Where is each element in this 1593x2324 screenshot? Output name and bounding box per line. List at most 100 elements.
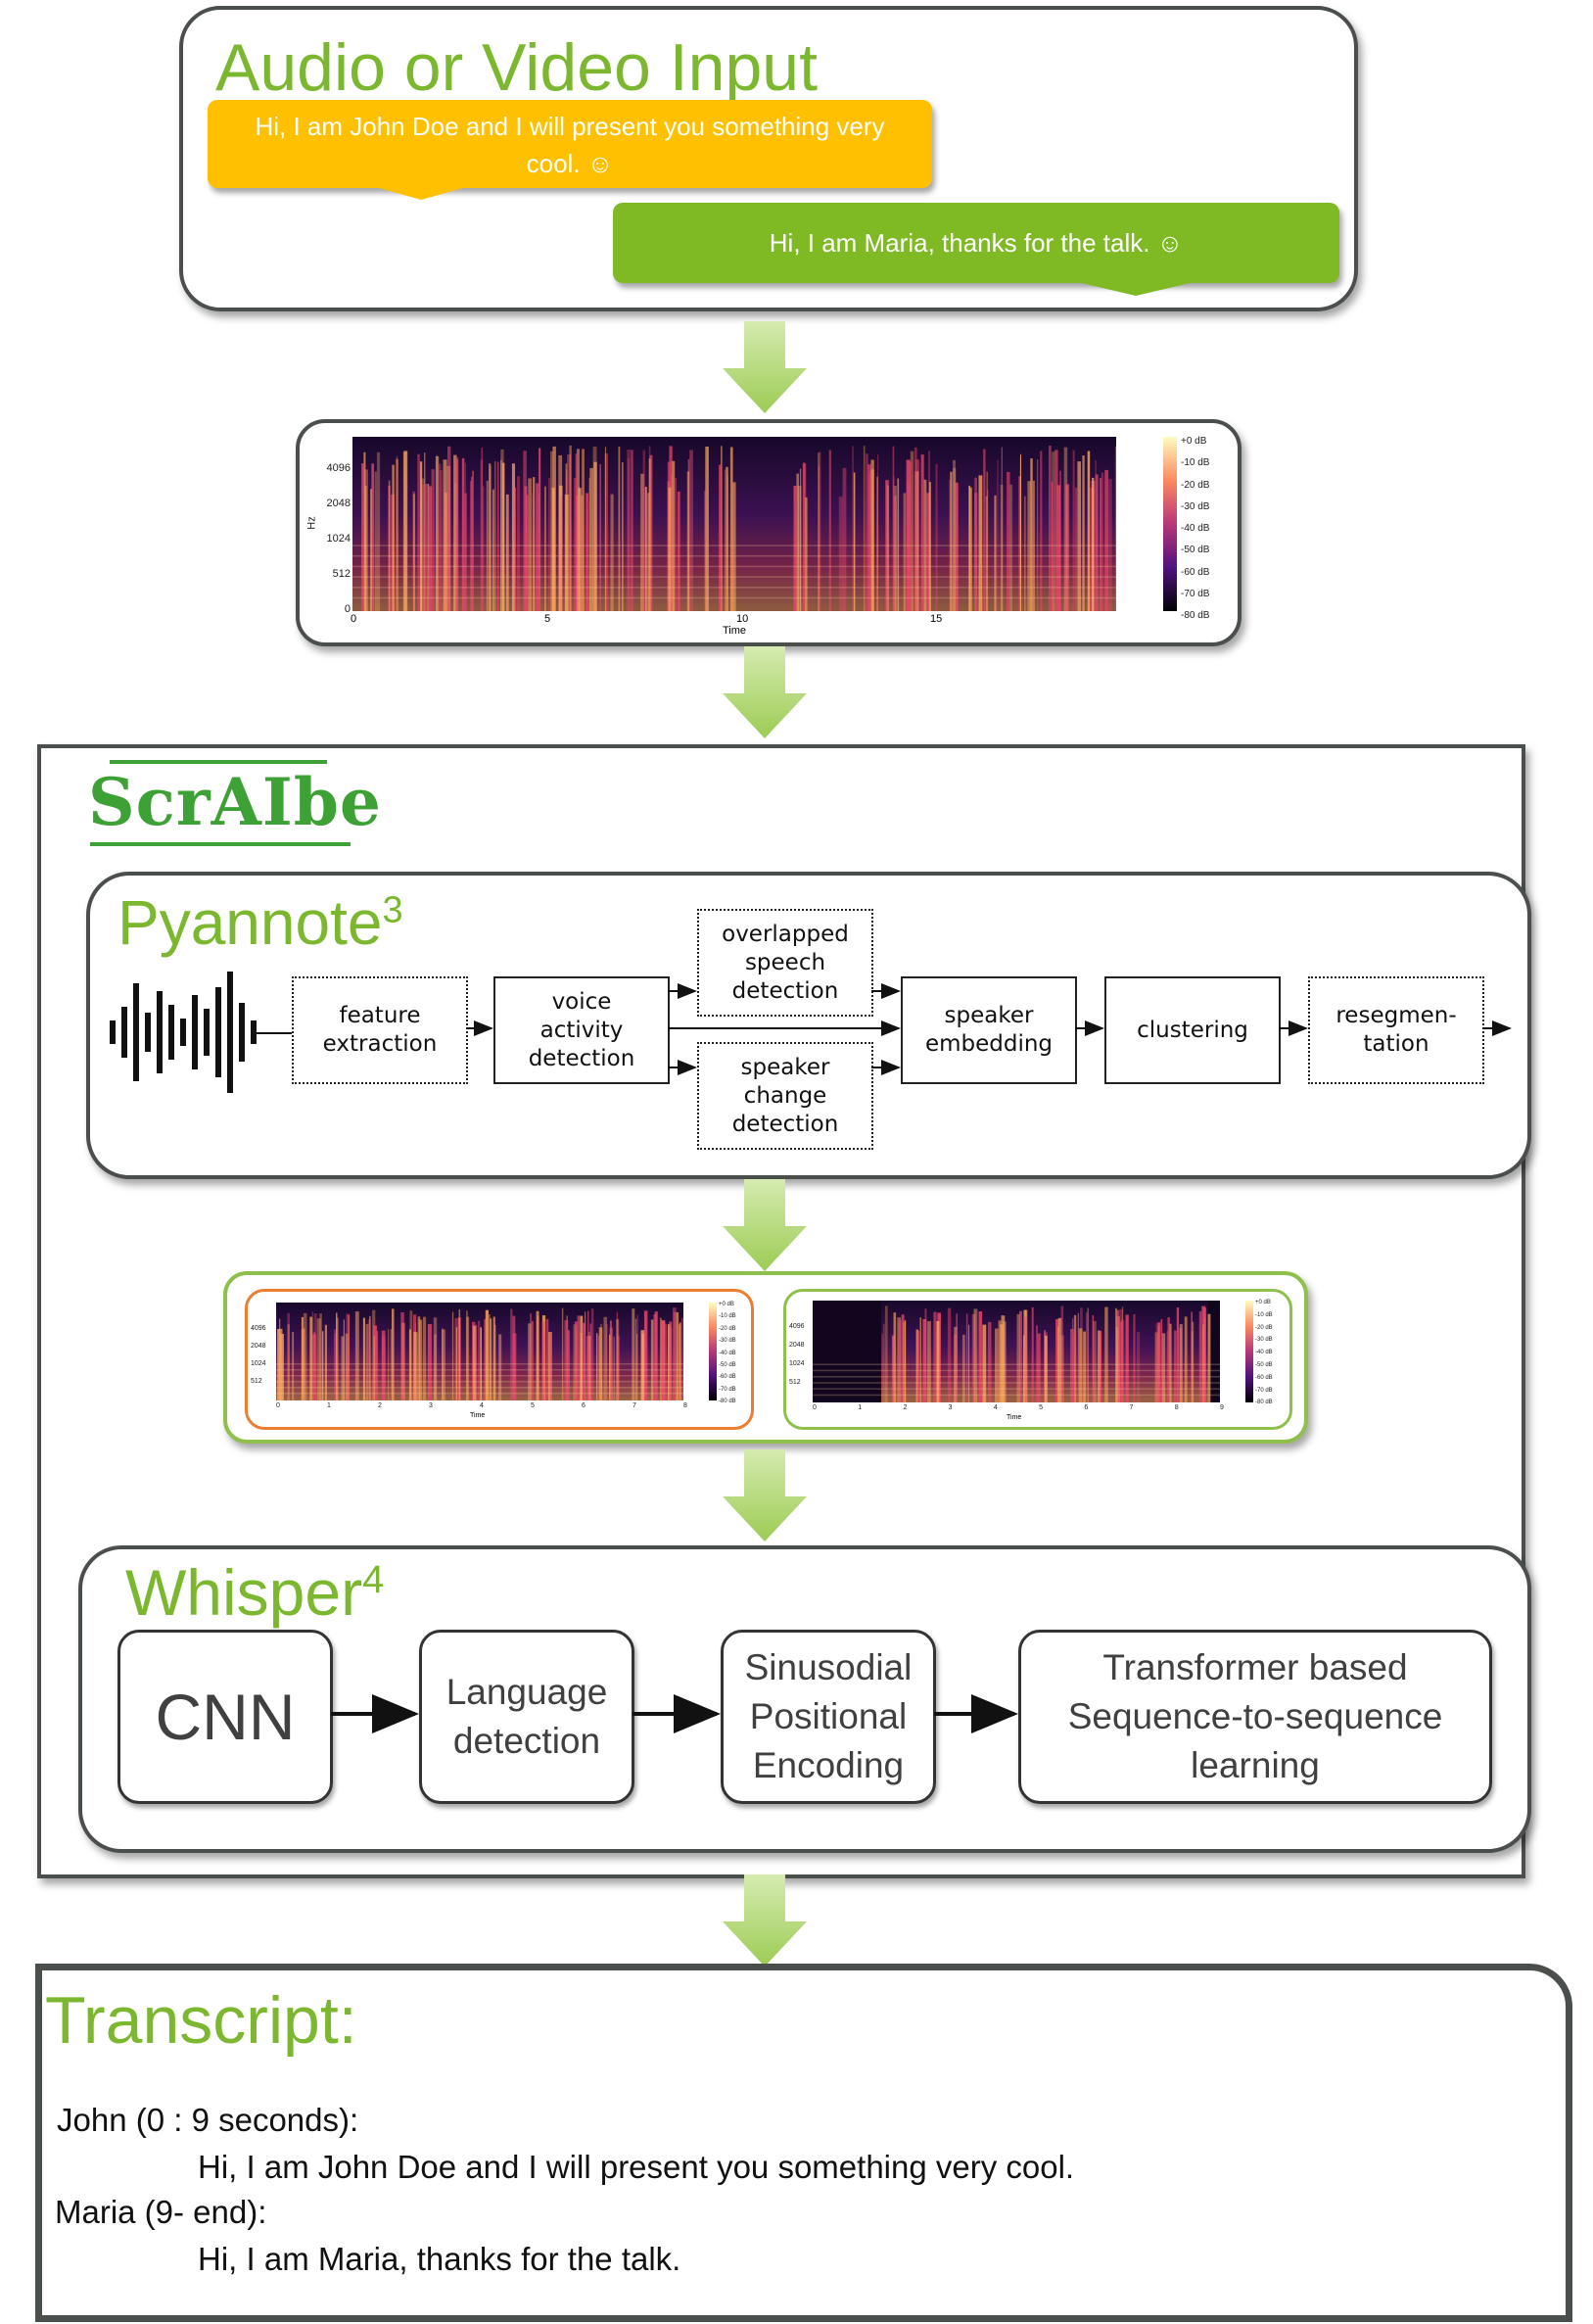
- spectrogram-texture: [336, 1317, 339, 1400]
- spectrogram-texture: [679, 1322, 681, 1400]
- x-tick: 8: [1174, 1404, 1179, 1411]
- spectrogram-texture: [886, 485, 890, 611]
- spectrogram-texture: [926, 493, 930, 611]
- spectrogram-texture: [616, 1311, 618, 1400]
- spectrogram-texture: [1092, 1320, 1097, 1402]
- maria-speech-bubble: Hi, I am Maria, thanks for the talk. ☺: [613, 203, 1339, 283]
- spectrogram-texture: [588, 477, 590, 611]
- spectrogram-texture: [1104, 1306, 1108, 1402]
- spectrogram-texture: [455, 458, 458, 611]
- spectrogram-texture: [321, 1331, 324, 1400]
- spectrogram-texture: [649, 454, 653, 611]
- spectrogram-texture: [866, 453, 868, 611]
- spectrogram-texture: [1191, 1311, 1193, 1402]
- down-arrow-1: [723, 321, 807, 415]
- spectrogram-texture: [1191, 1331, 1194, 1402]
- spectrogram-texture: [1009, 484, 1012, 611]
- spectrogram-texture: [536, 483, 539, 611]
- spectrogram-texture: [1065, 484, 1070, 611]
- spectrogram-texture: [642, 450, 646, 611]
- spectrogram-texture: [599, 464, 601, 611]
- x-tick: 0: [276, 1402, 280, 1409]
- spectrogram-texture: [472, 470, 474, 611]
- spectrogram-texture: [564, 1320, 569, 1400]
- spectrogram-texture: [998, 1320, 1002, 1402]
- spectrogram-texture: [316, 1318, 321, 1400]
- spectrogram-texture: [1121, 1319, 1125, 1402]
- logo-bottom-line: [90, 842, 351, 846]
- spectrogram-texture: [431, 469, 435, 611]
- spectrogram-texture: [494, 461, 496, 611]
- spectrogram-texture: [1198, 1311, 1202, 1402]
- spectrogram-texture: [689, 450, 693, 611]
- spectrogram-texture: [643, 1310, 648, 1400]
- x-tick: 4: [480, 1402, 484, 1409]
- spectrogram-texture: [799, 468, 802, 611]
- spectrogram-texture: [1001, 447, 1003, 611]
- spectrogram-texture: [1018, 476, 1021, 611]
- spectrogram-texture: [644, 1309, 648, 1400]
- spectrogram-texture: [413, 494, 415, 611]
- x-tick: 15: [930, 613, 943, 625]
- spectrogram-texture: [909, 461, 912, 611]
- speaker2-colorbar: [1245, 1301, 1253, 1402]
- spectrogram-texture: [897, 478, 900, 611]
- x-tick: 1: [858, 1404, 863, 1411]
- spectrogram-texture: [313, 1331, 315, 1400]
- spectrogram-texture: [461, 457, 465, 611]
- osd-line: overlapped: [722, 921, 849, 947]
- spectrogram-texture: [671, 473, 673, 611]
- spectrogram-texture: [903, 493, 907, 611]
- spectrogram-texture: [719, 464, 722, 611]
- spectrogram-texture: [346, 1313, 351, 1400]
- spectrogram-texture: [483, 486, 485, 611]
- spectrogram-texture: [424, 452, 426, 611]
- spectrogram-texture: [616, 1319, 620, 1400]
- spectrogram-texture: [805, 497, 808, 611]
- spectrogram-texture: [978, 1311, 983, 1402]
- cnn-box: CNN: [117, 1630, 333, 1804]
- spectrogram-texture: [574, 478, 577, 611]
- spectrogram-texture: [466, 1310, 468, 1400]
- spectrogram-texture: [369, 1315, 371, 1400]
- spectrogram-texture: [1054, 450, 1058, 611]
- spectrogram-harmonic: [352, 596, 1116, 599]
- x-tick: 7: [633, 1402, 636, 1409]
- spectrogram-texture: [893, 486, 897, 611]
- spectrogram-texture: [396, 455, 398, 611]
- spectrogram-texture: [596, 1333, 598, 1400]
- spectrogram-texture: [950, 471, 953, 611]
- spectrogram-texture: [1019, 456, 1022, 611]
- clustering-box: clustering: [1104, 976, 1281, 1084]
- spectrogram-texture: [605, 1324, 608, 1400]
- colorbar-tick: -40 dB: [1255, 1350, 1273, 1356]
- spectrogram-harmonic: [276, 1363, 683, 1365]
- transcript-text-1: Hi, I am John Doe and I will present you…: [198, 2149, 1075, 2185]
- spectrogram-texture: [618, 446, 621, 611]
- spectrogram-texture: [961, 1334, 965, 1402]
- pyannote-title: Pyannote3: [117, 886, 403, 959]
- transcript-speaker-1: John (0 : 9 seconds):: [57, 2102, 359, 2138]
- colorbar-tick: -10 dB: [719, 1313, 736, 1320]
- speaker1-y-ticks: 4096 2048 1024 512: [251, 1320, 266, 1391]
- spectrogram-texture: [371, 463, 374, 611]
- colorbar-tick: -20 dB: [719, 1325, 736, 1332]
- spectrogram-texture: [1024, 1309, 1028, 1402]
- spectrogram-texture: [661, 1320, 664, 1400]
- positional-line: Encoding: [752, 1745, 905, 1785]
- spectrogram-texture: [1104, 469, 1108, 611]
- spectrogram-texture: [796, 473, 799, 611]
- spectrogram-texture: [471, 476, 473, 611]
- spectrogram-texture: [1030, 458, 1033, 611]
- spectrogram-texture: [982, 1324, 987, 1402]
- spectrogram-texture: [604, 447, 607, 611]
- spectrogram-harmonic: [352, 555, 1116, 557]
- colorbar-tick: -70 dB: [1181, 589, 1210, 600]
- spectrogram-texture: [1077, 461, 1081, 611]
- colorbar-tick: -30 dB: [1255, 1337, 1273, 1344]
- spectrogram-texture: [481, 447, 483, 611]
- spectrogram-harmonic: [352, 576, 1116, 578]
- x-tick: 2: [378, 1402, 382, 1409]
